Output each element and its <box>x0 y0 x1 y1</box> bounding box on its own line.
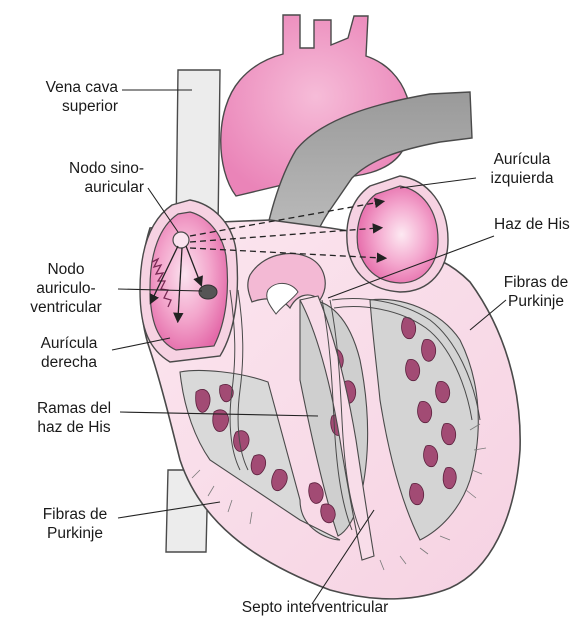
label-line: superior <box>20 97 118 116</box>
label-septo-interventricular: Septo interventricular <box>200 598 430 617</box>
label-line: Vena cava <box>20 78 118 97</box>
label-line: derecha <box>28 353 110 372</box>
label-line: Haz de His <box>494 215 570 234</box>
label-line: haz de His <box>30 418 118 437</box>
label-line: izquierda <box>476 169 568 188</box>
label-ramas-haz-his: Ramas del haz de His <box>30 399 118 437</box>
label-line: Septo interventricular <box>200 598 430 617</box>
label-line: Purkinje <box>36 524 114 543</box>
label-fibras-purkinje-right: Fibras de Purkinje <box>496 273 576 311</box>
label-line: Fibras de <box>496 273 576 292</box>
label-line: Fibras de <box>36 505 114 524</box>
label-line: Aurícula <box>476 150 568 169</box>
label-auricula-izquierda: Aurícula izquierda <box>476 150 568 188</box>
sinoatrial-node <box>173 232 189 248</box>
label-line: ventricular <box>18 298 114 317</box>
label-nodo-auriculoventricular: Nodo auriculo- ventricular <box>18 260 114 317</box>
label-line: Nodo sino- <box>20 159 144 178</box>
label-nodo-sinoauricular: Nodo sino- auricular <box>20 159 144 197</box>
label-haz-de-his: Haz de His <box>494 215 570 234</box>
label-line: Nodo <box>18 260 114 279</box>
label-line: Ramas del <box>30 399 118 418</box>
label-line: auricular <box>20 178 144 197</box>
label-line: auriculo- <box>18 279 114 298</box>
label-vena-cava-superior: Vena cava superior <box>20 78 118 116</box>
label-auricula-derecha: Aurícula derecha <box>28 334 110 372</box>
label-line: Purkinje <box>496 292 576 311</box>
label-line: Aurícula <box>28 334 110 353</box>
label-fibras-purkinje-left: Fibras de Purkinje <box>36 505 114 543</box>
left-atrium <box>357 186 438 283</box>
atrioventricular-node <box>199 285 217 299</box>
